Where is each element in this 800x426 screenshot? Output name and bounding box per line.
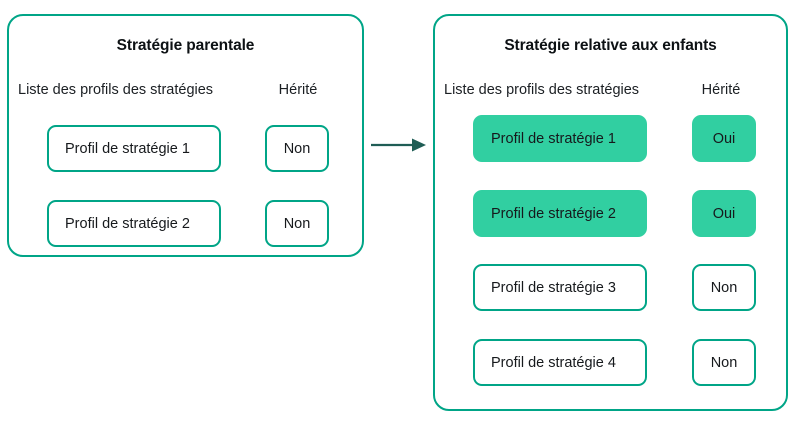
child-column-headers: Liste des profils des stratégies Hérité xyxy=(435,82,786,102)
parent-panel-title: Stratégie parentale xyxy=(116,37,255,54)
child-column-header-inherited: Hérité xyxy=(701,82,741,98)
table-row: Profil de stratégie 2 Non xyxy=(9,200,362,247)
child-inherited-cell-4[interactable]: Non xyxy=(692,339,756,386)
table-row: Profil de stratégie 3 Non xyxy=(435,264,786,311)
child-inherited-cell-3[interactable]: Non xyxy=(692,264,756,311)
child-inherited-cell-2[interactable]: Oui xyxy=(692,190,756,237)
child-inherited-cell-1[interactable]: Oui xyxy=(692,115,756,162)
parent-column-header-inherited: Hérité xyxy=(278,82,318,98)
child-profile-cell-4[interactable]: Profil de stratégie 4 xyxy=(473,339,647,386)
arrow-right-icon xyxy=(370,131,428,159)
parent-strategy-panel: Stratégie parentale Liste des profils de… xyxy=(7,14,364,257)
table-row: Profil de stratégie 2 Oui xyxy=(435,190,786,237)
table-row: Profil de stratégie 1 Non xyxy=(9,125,362,172)
parent-column-headers: Liste des profils des stratégies Hérité xyxy=(9,82,362,102)
parent-inherited-cell-2[interactable]: Non xyxy=(265,200,329,247)
table-row: Profil de stratégie 1 Oui xyxy=(435,115,786,162)
child-profile-cell-1[interactable]: Profil de stratégie 1 xyxy=(473,115,647,162)
parent-profile-cell-1[interactable]: Profil de stratégie 1 xyxy=(47,125,221,172)
child-column-header-profiles: Liste des profils des stratégies xyxy=(444,82,640,98)
table-row: Profil de stratégie 4 Non xyxy=(435,339,786,386)
child-strategy-panel: Stratégie relative aux enfants Liste des… xyxy=(433,14,788,411)
child-profile-cell-2[interactable]: Profil de stratégie 2 xyxy=(473,190,647,237)
parent-inherited-cell-1[interactable]: Non xyxy=(265,125,329,172)
parent-column-header-profiles: Liste des profils des stratégies xyxy=(18,82,214,98)
child-panel-title: Stratégie relative aux enfants xyxy=(504,37,717,54)
child-profile-cell-3[interactable]: Profil de stratégie 3 xyxy=(473,264,647,311)
parent-profile-cell-2[interactable]: Profil de stratégie 2 xyxy=(47,200,221,247)
